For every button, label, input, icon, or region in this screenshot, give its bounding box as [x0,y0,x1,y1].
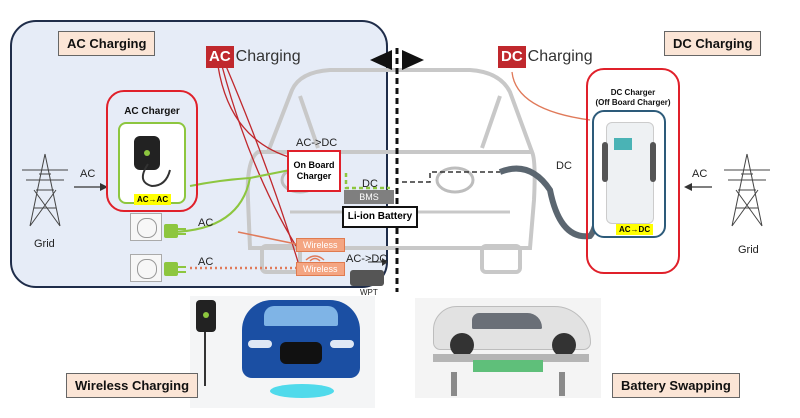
dc-charger-label-1: DC Charger [610,88,656,97]
dc-label: DC [556,160,572,172]
battery-swapping-photo [415,298,601,398]
outlet-icon [130,213,162,241]
wpt-acdc-label: AC->DC [346,253,388,265]
battery-swapping-label: Battery Swapping [612,373,740,398]
grid-label-left: Grid [34,238,55,250]
ac-badge: AC [206,46,234,68]
lift-platform [433,354,589,362]
battery-box: Li-ion Battery [342,206,418,228]
ac-input-label: AC [80,168,96,180]
wpt-label: WPT [360,288,378,297]
dc-badge: DC [498,46,526,68]
charging-cable-icon [141,163,171,188]
power-tower-icon [724,153,770,227]
ac-charger-box [106,90,198,212]
wireless-signal-icon [305,255,325,262]
plug-icon [164,224,186,238]
blue-car-icon [242,300,360,378]
ac-title-text: Charging [235,48,301,65]
charging-pad-glow [270,384,334,398]
acdc-label: AC->DC [296,137,338,149]
outlet-label-1: AC [198,217,214,229]
wireless-tag-1: Wireless [296,238,345,252]
wall-charger-icon [196,300,216,332]
wpt-pad-icon [350,270,384,286]
dc-charger-unit [592,110,666,238]
outlet-icon [130,254,162,282]
ac-charger-unit [118,122,186,204]
dc-charger-label-2: (Off Board Charger) [595,98,671,107]
battery-pack-icon [473,360,543,372]
onboard-charger-box: On Board Charger [287,150,341,192]
dc-input-label: AC [692,168,708,180]
bms-label: BMS [344,190,394,204]
left-arrow-icon [370,50,392,70]
plug-icon [164,262,186,276]
dc-charging-label: DC Charging [664,31,762,56]
ac-charger-tag: AC→AC [134,194,172,205]
dc-label-car: DC [362,178,378,190]
wireless-charging-photo [190,296,375,408]
power-tower-icon [22,153,68,227]
dc-title-text: Charging [527,48,593,65]
dc-charger-box [586,68,680,274]
dc-charger-tag: AC→DC [616,224,654,235]
car-outline [245,68,537,274]
grid-label-right: Grid [738,244,759,256]
ac-charging-label: AC Charging [58,31,156,56]
outlet-label-2: AC [198,256,214,268]
wireless-tag-2: Wireless [296,262,345,276]
wireless-charging-label: Wireless Charging [66,373,199,398]
ac-charger-label: AC Charger [124,106,180,117]
white-car-icon [433,306,591,357]
right-arrow-icon [402,50,424,70]
